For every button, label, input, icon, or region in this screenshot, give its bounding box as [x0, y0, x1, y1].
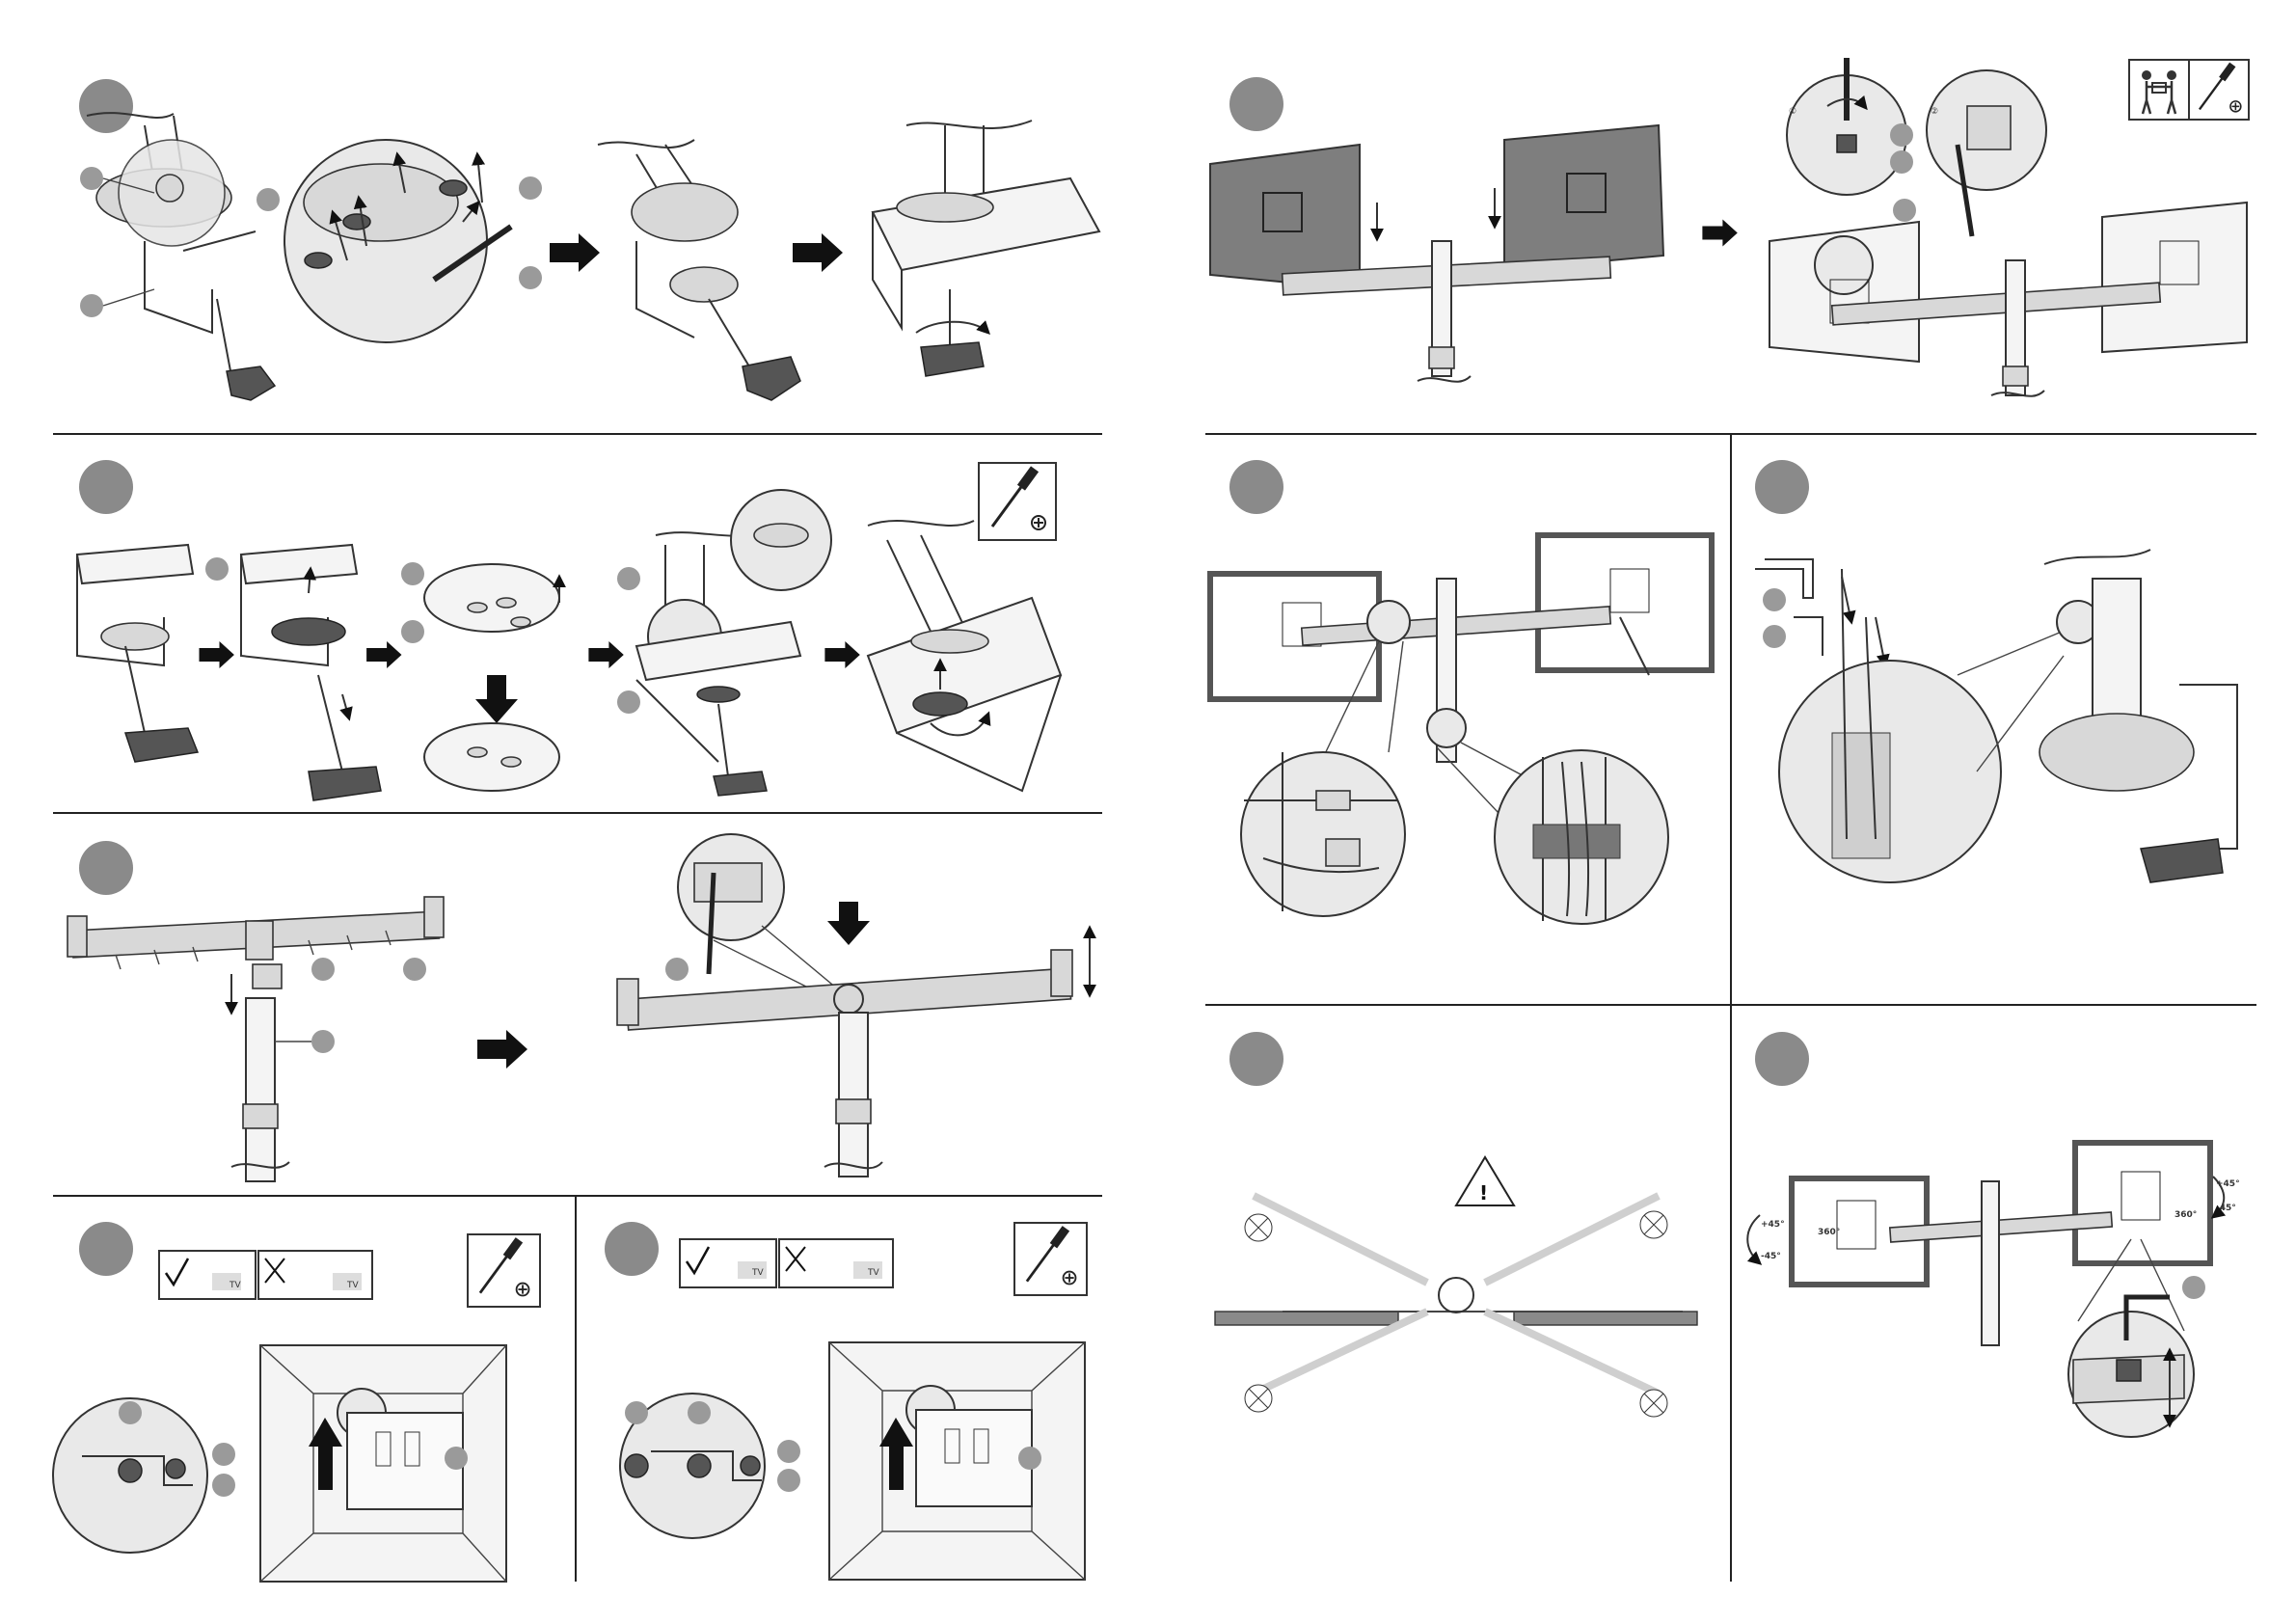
step-4-correct-hardware: TV — [159, 1251, 256, 1299]
step-8-badge — [1755, 460, 1809, 514]
step-9-badge — [1229, 1032, 1283, 1086]
step-1-panel — [80, 113, 1099, 400]
monitor-left — [1210, 145, 1360, 289]
step-7-panel — [1210, 535, 1712, 924]
screwdriver-icon — [468, 1234, 540, 1307]
substep-1-label: ① — [1789, 107, 1796, 117]
tv-label: TV — [751, 1268, 764, 1278]
warning-icon: ! — [1456, 1157, 1514, 1205]
step-2-badge — [79, 460, 133, 514]
screwdriver-icon — [1014, 1223, 1087, 1295]
screwdriver-icon — [979, 463, 1056, 540]
step-1-badge — [79, 79, 133, 133]
monitor-right — [2075, 1143, 2210, 1263]
step-4-panel: TV TV — [53, 1234, 540, 1582]
step-3-panel — [68, 834, 1090, 1181]
monitor-right — [1538, 535, 1712, 670]
step-5-wrong-hardware: TV — [779, 1239, 893, 1287]
tilt-plus-left: +45° — [1761, 1220, 1785, 1230]
svg-text:!: ! — [1479, 1181, 1488, 1204]
tv-label: TV — [229, 1281, 241, 1290]
screwdriver-icon — [2189, 60, 2249, 120]
step-5-badge — [605, 1222, 659, 1276]
tv-label: TV — [346, 1281, 359, 1290]
monitor-right — [1504, 125, 1663, 270]
step-4-wrong-hardware: TV — [258, 1251, 372, 1299]
substep-2-label: ② — [1931, 107, 1938, 117]
step-5-correct-hardware: TV — [680, 1239, 776, 1287]
step-4-badge — [79, 1222, 133, 1276]
rotate-360-right: 360° — [2174, 1210, 2197, 1220]
step-3-badge — [79, 841, 133, 895]
step-6-panel: ① ② — [1210, 58, 2249, 396]
step-7-zoom-left — [1241, 752, 1405, 916]
step-8-panel — [1755, 550, 2237, 882]
step-10-badge — [1755, 1032, 1809, 1086]
two-person-lift-icon — [2129, 60, 2189, 120]
rotate-360-left: 360° — [1818, 1228, 1840, 1237]
step-7-badge — [1229, 460, 1283, 514]
step-6-badge — [1229, 77, 1283, 131]
step-5-panel: TV TV — [620, 1223, 1087, 1580]
step-2-panel — [77, 463, 1061, 800]
tv-label: TV — [867, 1268, 879, 1278]
tilt-minus-left: -45° — [1761, 1252, 1781, 1261]
step-9-panel: ! — [1215, 1157, 1697, 1417]
step-10-panel: 360° 360° +45° -45° +45° -45° — [1747, 1143, 2239, 1437]
